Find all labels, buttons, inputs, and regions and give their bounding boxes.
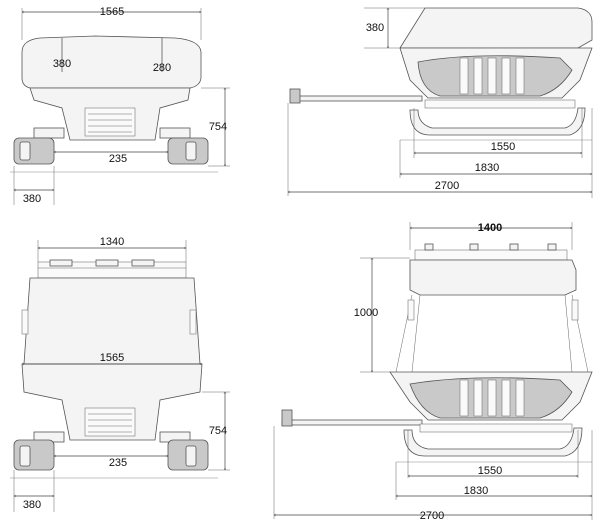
side-view-open: 1400 1000 1550 1830 2700 bbox=[274, 222, 593, 522]
dim-overall-width-open: 1565 bbox=[100, 352, 124, 364]
dim-track-gap-open: 235 bbox=[109, 457, 127, 469]
front-grille bbox=[84, 107, 136, 137]
dim-height: 754 bbox=[209, 121, 227, 133]
hitch bbox=[289, 88, 301, 104]
dim-body-length: 1830 bbox=[475, 162, 499, 174]
dim-open-height: 1000 bbox=[354, 307, 378, 319]
runner bbox=[409, 107, 586, 136]
left-arm bbox=[33, 127, 65, 139]
dim-ski-length: 1550 bbox=[491, 141, 515, 153]
dim-ski-width: 380 bbox=[23, 193, 41, 205]
dim-track-gap: 235 bbox=[109, 153, 127, 165]
cargo-lid bbox=[21, 35, 202, 89]
dim-left-offset: 380 bbox=[53, 58, 71, 70]
roof-rack-side bbox=[414, 249, 568, 261]
dim-total-length: 2700 bbox=[435, 180, 459, 192]
front-grille-open bbox=[84, 407, 136, 437]
dim-body-length-open: 1830 bbox=[464, 485, 488, 497]
dim-rack-width-side: 1400 bbox=[478, 222, 502, 234]
runner-open bbox=[403, 427, 583, 457]
raised-lid-side bbox=[409, 259, 577, 296]
dim-lid-height: 380 bbox=[366, 22, 384, 34]
cargo-lid-side bbox=[399, 7, 593, 49]
dim-right-offset: 280 bbox=[153, 62, 171, 74]
right-arm bbox=[159, 127, 191, 139]
tow-bar-open bbox=[281, 419, 423, 426]
hitch-open bbox=[281, 409, 293, 427]
tow-bar bbox=[291, 95, 423, 102]
dim-ski-width-open: 380 bbox=[23, 499, 41, 511]
dim-height-open: 754 bbox=[209, 425, 227, 437]
front-view-open: 1340 1565 754 235 380 bbox=[10, 236, 230, 512]
dim-ski-length-open: 1550 bbox=[478, 465, 502, 477]
cargo-body-open bbox=[21, 363, 203, 441]
side-view-closed: 380 1550 1830 2700 bbox=[288, 7, 593, 198]
dim-rack-width: 1340 bbox=[100, 236, 124, 248]
front-view-closed: 1565 380 280 754 235 380 bbox=[10, 6, 230, 205]
dim-total-length-open: 2700 bbox=[420, 510, 444, 522]
dim-overall-width: 1565 bbox=[100, 6, 124, 18]
